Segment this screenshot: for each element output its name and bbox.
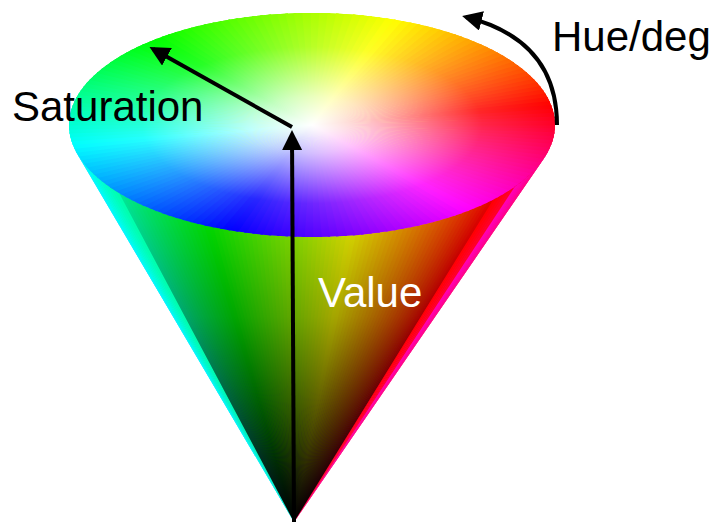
saturation-label: Saturation	[12, 86, 203, 128]
hue-arrow	[466, 17, 557, 125]
hue-label: Hue/deg	[552, 16, 711, 58]
value-label: Value	[318, 272, 422, 314]
value-arrow	[292, 134, 294, 522]
